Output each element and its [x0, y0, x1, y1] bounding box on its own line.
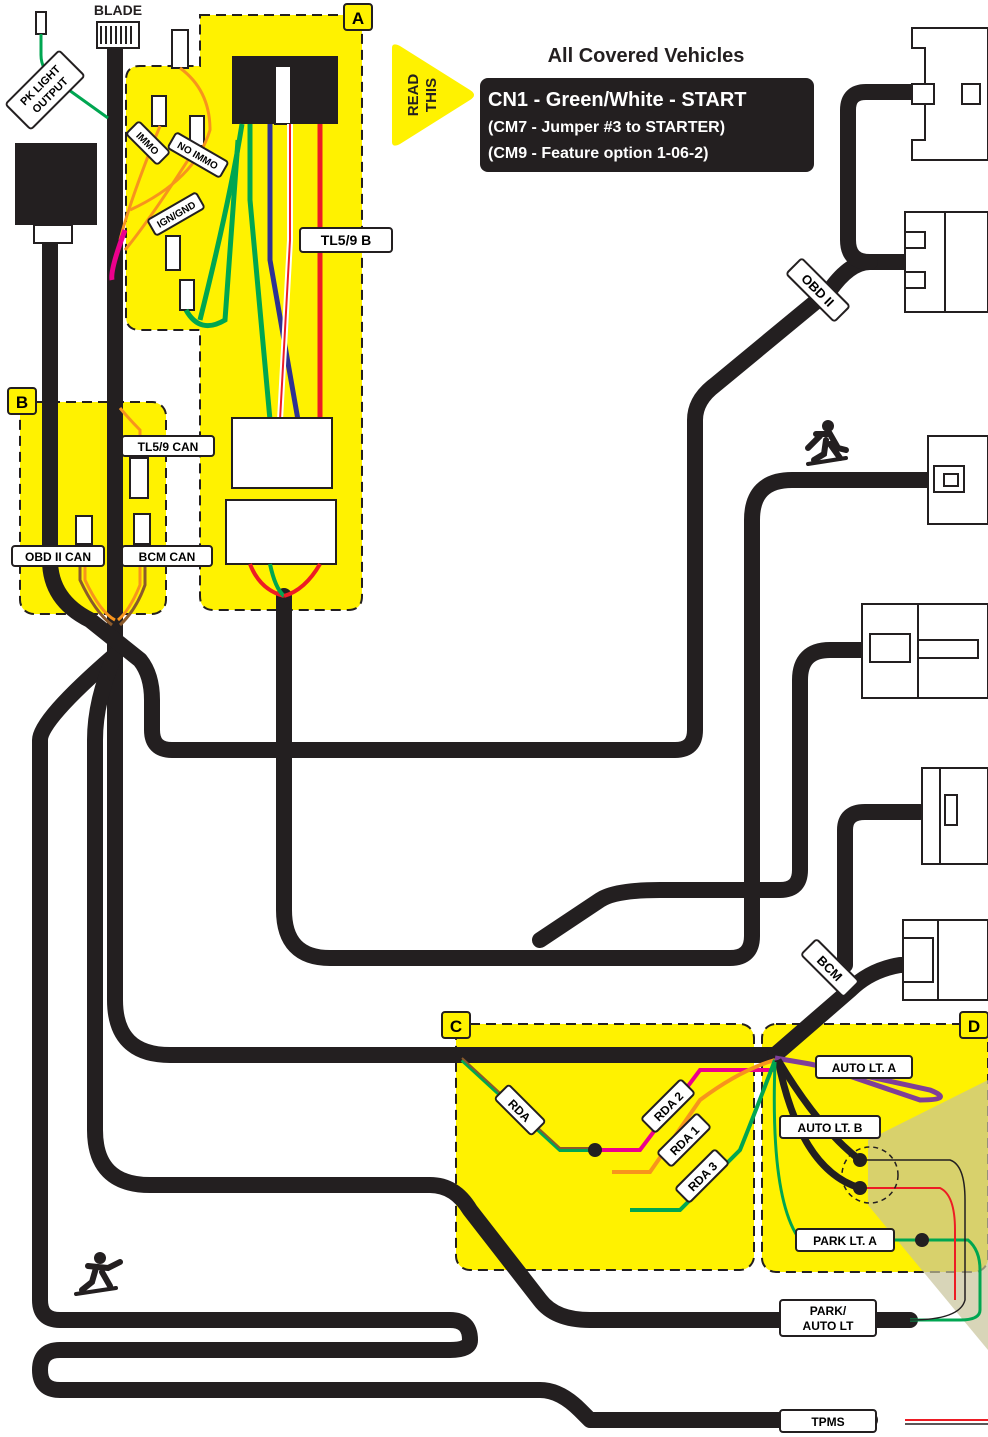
- connector-icon: [927, 435, 988, 525]
- section-d-badge: D: [959, 1011, 988, 1039]
- tl59b-tag: TL5/9 B: [299, 227, 393, 253]
- svg-text:D: D: [968, 1017, 980, 1036]
- svg-text:B: B: [16, 393, 28, 412]
- bcmcan-tag: BCM CAN: [121, 545, 213, 567]
- note-line-2: (CM7 - Jumper #3 to STARTER): [488, 119, 725, 136]
- tpms-tag: TPMS: [779, 1409, 877, 1433]
- svg-text:READ: READ: [405, 74, 422, 117]
- svg-text:C: C: [450, 1017, 462, 1036]
- note-line-3: (CM9 - Feature option 1-06-2): [488, 145, 708, 162]
- svg-text:AUTO LT: AUTO LT: [803, 1319, 855, 1333]
- tl59can-tag: TL5/9 CAN: [121, 435, 215, 457]
- black-module: [15, 143, 97, 225]
- blade-module: BLADE: [94, 2, 142, 49]
- highlight-wedge: [868, 1080, 988, 1350]
- svg-text:AUTO LT. A: AUTO LT. A: [832, 1061, 897, 1075]
- svg-text:AUTO LT. B: AUTO LT. B: [798, 1121, 863, 1135]
- connector-icon: [911, 27, 988, 161]
- connector-icon: [904, 211, 988, 313]
- rda2-tag: RDA 2: [641, 1079, 695, 1133]
- blade-label: BLADE: [94, 2, 142, 18]
- section-a-wiring: [109, 29, 338, 598]
- section-b-wiring: [75, 407, 151, 627]
- svg-text:TPMS: TPMS: [811, 1415, 844, 1429]
- svg-text:THIS: THIS: [423, 78, 440, 112]
- read-this-arrow: READ THIS: [392, 44, 474, 146]
- svg-text:TL5/9 B: TL5/9 B: [321, 232, 372, 248]
- header-title: All Covered Vehicles: [548, 45, 745, 67]
- section-b-badge: B: [7, 387, 37, 415]
- connector-icon: [921, 767, 988, 865]
- svg-text:TL5/9 CAN: TL5/9 CAN: [138, 440, 199, 454]
- section-c-badge: C: [441, 1011, 471, 1039]
- connector-icon: [861, 603, 988, 699]
- pk-light-tag: PK LIGHT OUTPUT: [5, 50, 85, 130]
- connector-icon: [902, 919, 988, 1001]
- obd2can-tag: OBD II CAN: [11, 545, 105, 567]
- skater-icon: [74, 1252, 123, 1296]
- auto-lt-b-tag: AUTO LT. B: [779, 1115, 881, 1139]
- svg-text:A: A: [352, 9, 364, 28]
- park-auto-tag: PARK/ AUTO LT: [779, 1299, 877, 1337]
- skater-icon: [805, 420, 849, 466]
- svg-text:OBD II CAN: OBD II CAN: [25, 550, 91, 564]
- svg-text:BCM CAN: BCM CAN: [139, 550, 196, 564]
- connector-icon: [33, 224, 73, 244]
- svg-text:PARK LT. A: PARK LT. A: [813, 1234, 877, 1248]
- park-lt-a-tag: PARK LT. A: [795, 1228, 895, 1252]
- harness-routes: [32, 40, 938, 1428]
- svg-text:PARK/: PARK/: [810, 1304, 847, 1318]
- immo-tag: IMMO: [126, 121, 170, 165]
- note-line-1: CN1 - Green/White - START: [488, 89, 747, 111]
- section-a-badge: A: [343, 3, 373, 31]
- start-note-box: CN1 - Green/White - START (CM7 - Jumper …: [480, 78, 814, 172]
- auto-lt-a-tag: AUTO LT. A: [815, 1055, 913, 1079]
- connectors-right: [861, 27, 988, 1001]
